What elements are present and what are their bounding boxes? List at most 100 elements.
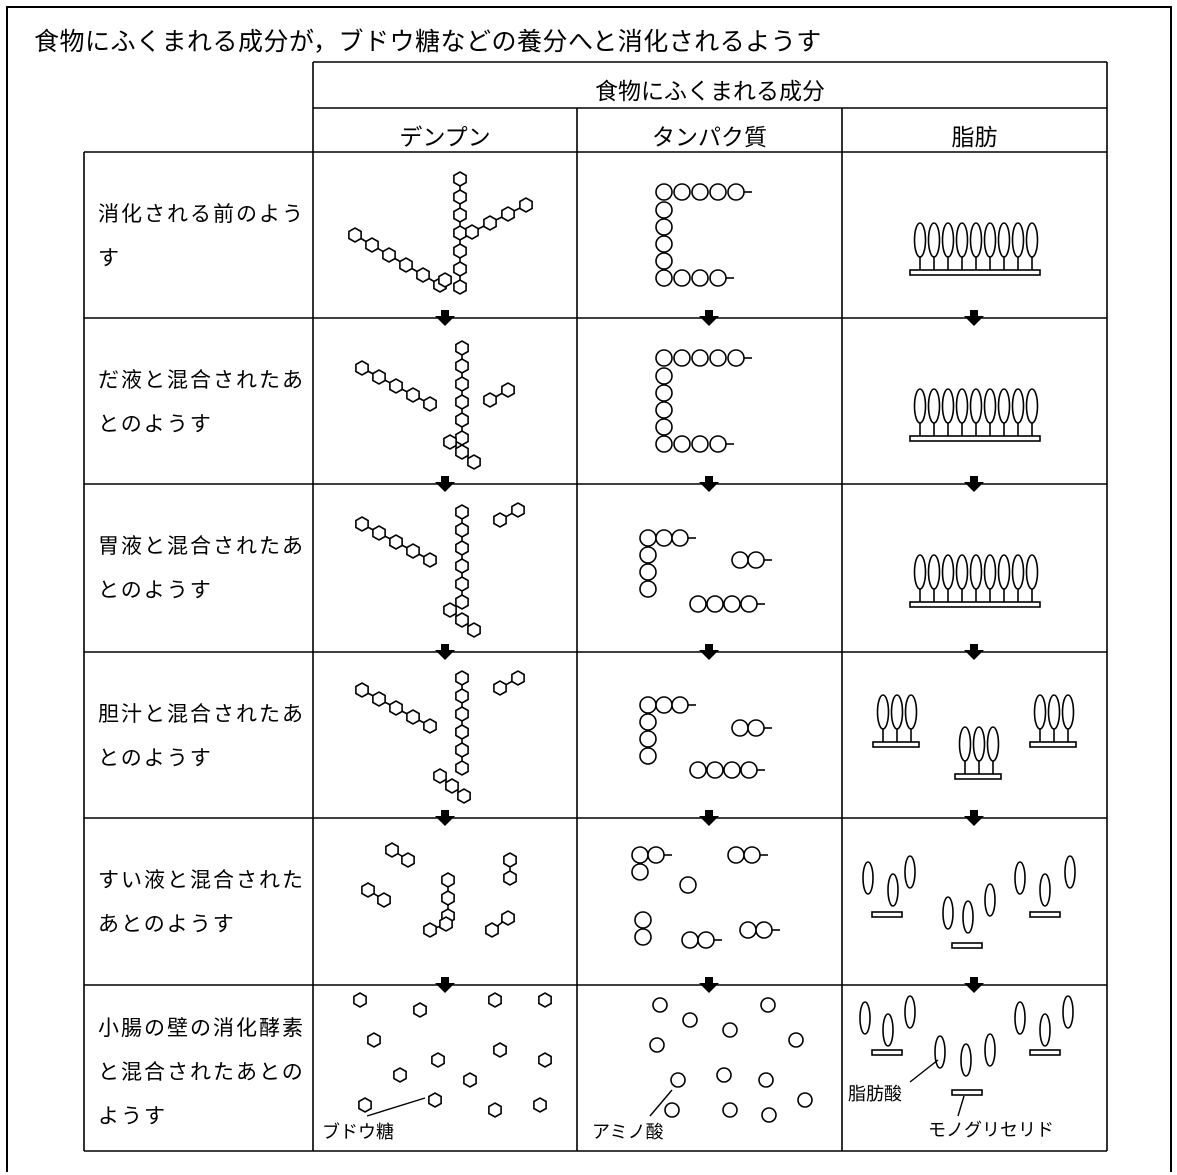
glucose-unit-icon (483, 215, 497, 231)
fatty-acid-icon (1039, 1013, 1051, 1047)
amino-acid-unit-icon (758, 1072, 774, 1088)
glucose-unit-icon (493, 680, 507, 696)
amino-acid-unit-icon (639, 696, 657, 714)
glucose-unit-icon (511, 670, 525, 686)
glucose-unit-icon (467, 622, 481, 638)
fatty-acid-icon (927, 554, 941, 590)
glucose-unit-icon (353, 992, 367, 1008)
amino-acid-unit-icon (649, 1037, 665, 1053)
glucose-unit-icon (483, 392, 497, 408)
glucose-unit-icon (365, 237, 379, 253)
fat-digested (859, 995, 1074, 1117)
protein-bile (639, 696, 772, 779)
glucose-unit-icon (441, 890, 455, 906)
fatty-acid-icon (941, 222, 955, 258)
fatty-acid-icon (904, 694, 918, 730)
amino-acid-unit-icon (731, 719, 749, 737)
amino-acid-unit-icon (673, 435, 691, 453)
label-monoglyceride: モノグリセリド (928, 1120, 1054, 1141)
amino-acid-unit-icon (740, 595, 758, 613)
down-arrow-icon (964, 810, 984, 826)
amino-acid-unit-icon (671, 529, 689, 547)
glucose-unit-icon (493, 1042, 507, 1058)
glucose-unit-icon (441, 872, 455, 888)
glucose-unit-icon (428, 1092, 442, 1108)
fat-before (909, 222, 1041, 276)
monoglyceride-icon (1029, 911, 1061, 918)
glucose-unit-icon (455, 444, 469, 460)
glucose-unit-icon (431, 1052, 445, 1068)
fatty-acid-icon (1061, 694, 1075, 730)
fatty-acid-icon (1047, 694, 1061, 730)
down-arrow-icon (699, 810, 719, 826)
amino-acid-unit-icon (655, 384, 673, 402)
arrows (435, 310, 984, 993)
down-arrow-icon (435, 644, 455, 660)
down-arrow-icon (699, 476, 719, 492)
amino-acid-unit-icon (639, 730, 657, 748)
glucose-unit-icon (455, 724, 469, 740)
fatty-acid-icon (969, 222, 983, 258)
glucose-unit-icon (355, 682, 369, 698)
starch-pancreatic (361, 842, 517, 938)
label-fatty-acid: 脂肪酸 (848, 1084, 902, 1105)
amino-acid-unit-icon (709, 349, 727, 367)
glucose-unit-icon (423, 552, 437, 568)
glucose-unit-icon (453, 225, 467, 241)
glucose-unit-icon (348, 227, 362, 243)
glucose-unit-icon (455, 558, 469, 574)
fatty-acid-icon (904, 855, 916, 889)
amino-acid-unit-icon (747, 719, 765, 737)
amino-acid-unit-icon (722, 1022, 738, 1038)
glucose-unit-icon (455, 706, 469, 722)
fatty-acid-icon (983, 554, 997, 590)
glucose-unit-icon (358, 1097, 372, 1113)
glucose-unit-icon (453, 261, 467, 277)
header-group: 食物にふくまれる成分 (595, 79, 825, 105)
amino-acid-unit-icon (655, 218, 673, 236)
glucose-unit-icon (455, 594, 469, 610)
row-label-intestine: 小腸の壁の消化酵素と混合されたあとのようす (98, 1016, 305, 1128)
glucose-unit-icon (455, 760, 469, 776)
amino-acid-unit-icon (755, 921, 773, 939)
fatty-acid-icon (969, 388, 983, 424)
fatty-acid-icon (972, 726, 986, 762)
amino-acid-unit-icon (639, 529, 657, 547)
amino-acid-unit-icon (647, 846, 665, 864)
fatty-acid-icon (955, 388, 969, 424)
glucose-unit-icon (455, 394, 469, 410)
amino-acid-unit-icon (631, 863, 649, 881)
down-arrow-icon (435, 310, 455, 326)
glycerol-bar-icon (954, 773, 1002, 780)
fatty-acid-icon (1025, 388, 1039, 424)
amino-acid-unit-icon (706, 595, 724, 613)
fatty-acid-icon (960, 1043, 972, 1077)
fatty-acid-icon (913, 222, 927, 258)
protein-gastric (639, 529, 772, 613)
glucose-unit-icon (443, 602, 457, 618)
amino-acid-unit-icon (639, 747, 657, 765)
amino-acid-unit-icon (797, 1092, 813, 1108)
protein-before (655, 183, 752, 287)
amino-acid-unit-icon (655, 235, 673, 253)
amino-acid-unit-icon (697, 931, 715, 949)
fatty-acid-icon (934, 1035, 946, 1069)
fat-gastric (909, 554, 1041, 608)
glycerol-bar-icon (909, 269, 1041, 276)
glucose-unit-icon (493, 512, 507, 528)
fatty-acid-icon (983, 388, 997, 424)
fatty-acid-icon (1025, 554, 1039, 590)
amino-acid-unit-icon (739, 921, 757, 939)
glucose-unit-icon (503, 852, 517, 868)
fatty-acid-icon (1025, 222, 1039, 258)
amino-acid-unit-icon (655, 252, 673, 270)
glucose-unit-icon (393, 1067, 407, 1083)
amino-acid-unit-icon (634, 911, 652, 929)
amino-acid-unit-icon (655, 183, 673, 201)
header-protein: タンパク質 (652, 125, 767, 151)
amino-acid-unit-icon (743, 846, 761, 864)
glucose-unit-icon (453, 207, 467, 223)
header-starch: デンプン (399, 125, 491, 151)
amino-acid-unit-icon (731, 551, 749, 569)
glycerol-bar-icon (872, 741, 920, 748)
